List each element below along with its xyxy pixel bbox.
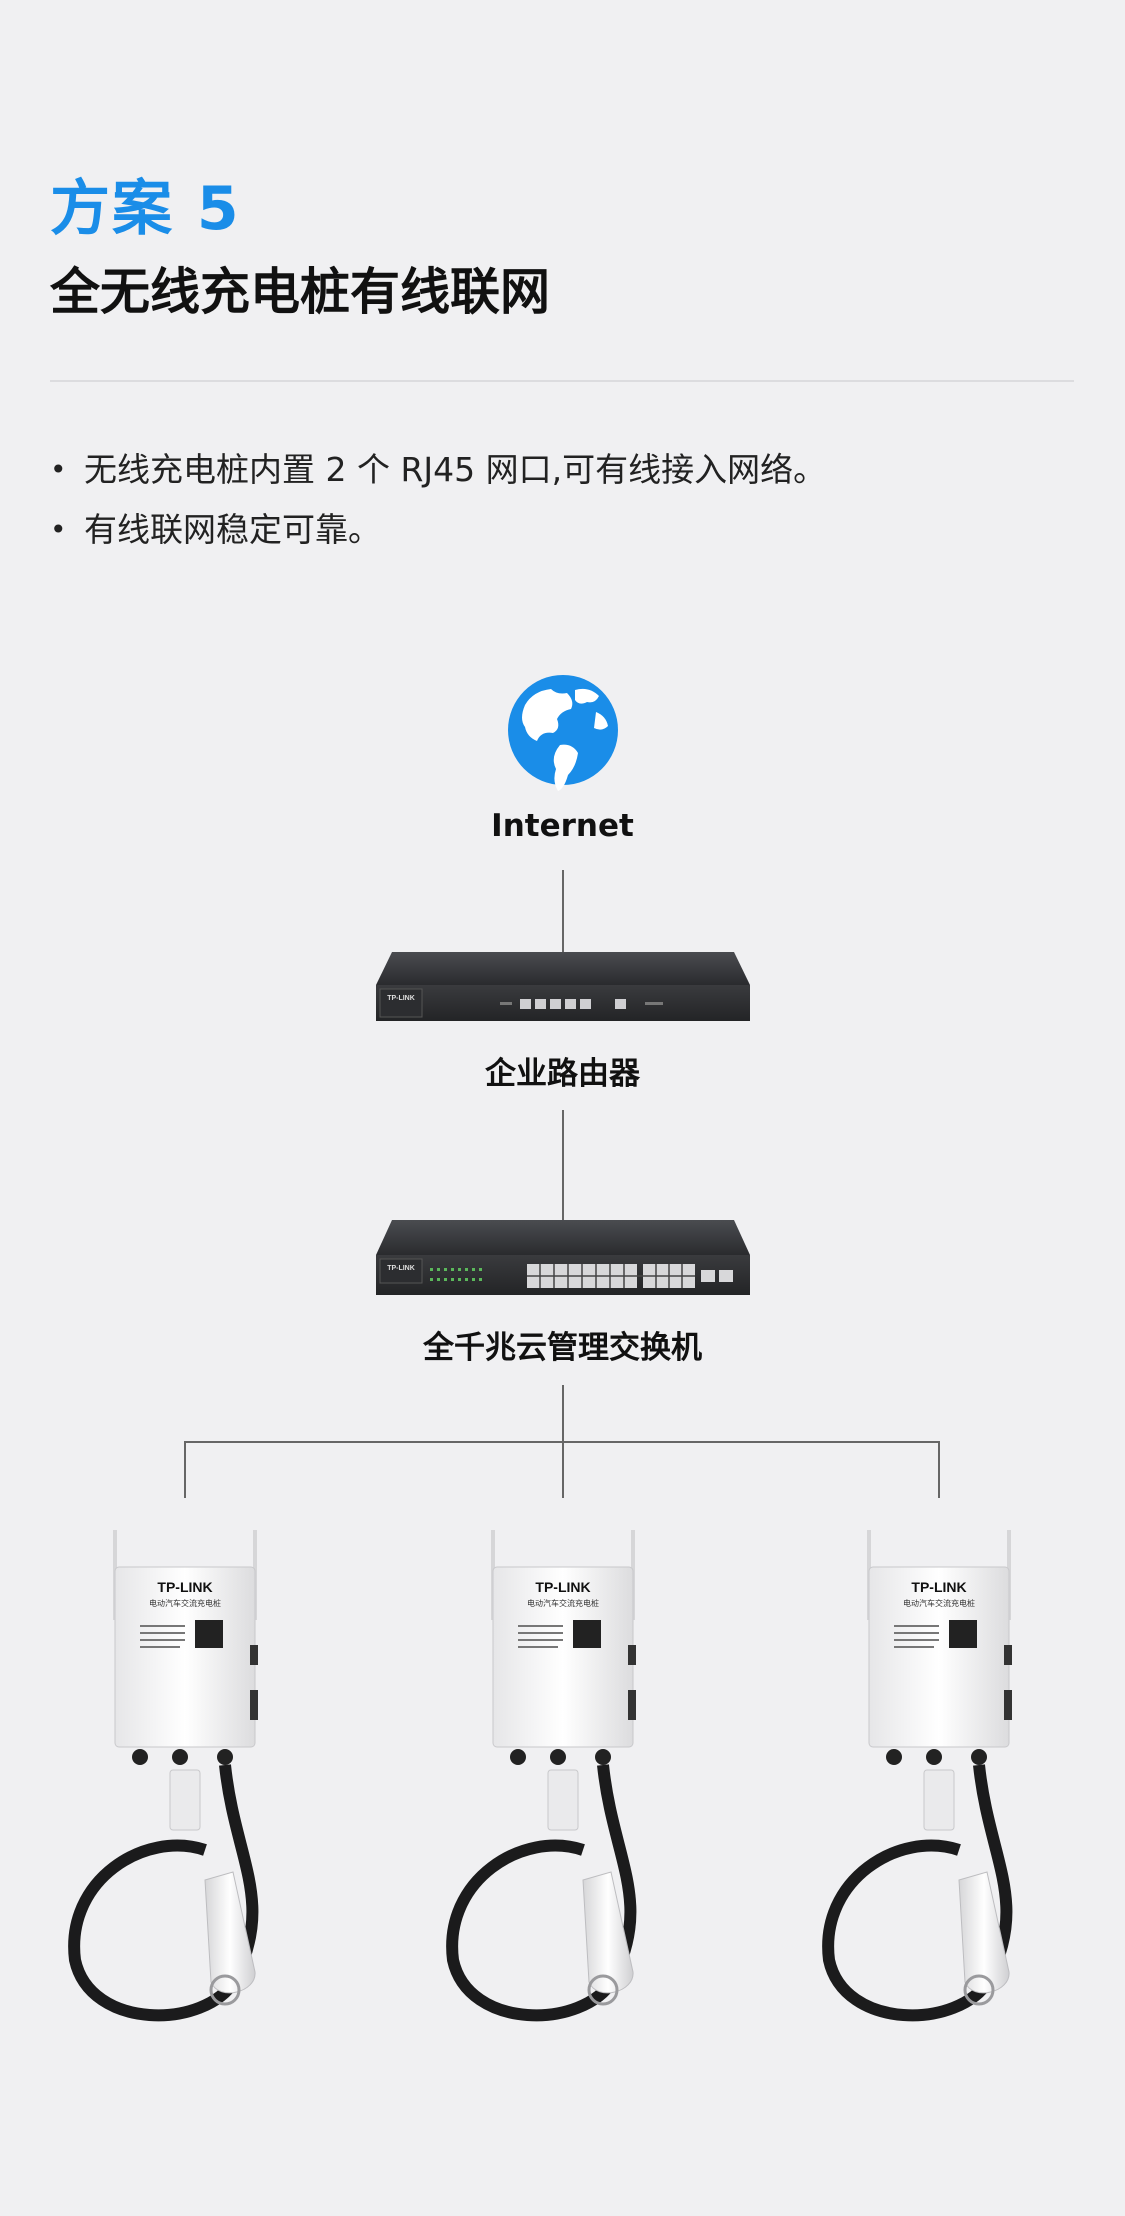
internet-label: Internet xyxy=(491,808,634,844)
charger-subtitle: 电动汽车交流充电桩 xyxy=(149,1598,221,1608)
scheme-label: 方案 5 xyxy=(50,174,241,244)
charger-brand: TP-LINK xyxy=(157,1579,212,1595)
charger-subtitle: 电动汽车交流充电桩 xyxy=(903,1598,975,1608)
switch-image: TP-LINK xyxy=(376,1220,750,1295)
page-title: 全无线充电桩有线联网 xyxy=(50,263,550,321)
list-item: 有线联网稳定可靠。 xyxy=(50,500,826,560)
globe-icon xyxy=(508,675,618,791)
router-image: TP-LINK xyxy=(376,952,750,1021)
connection-lines xyxy=(184,870,940,1498)
switch-logo-text: TP-LINK xyxy=(387,1265,415,1272)
charger-image: TP-LINK 电动汽车交流充电桩 xyxy=(446,1530,637,2022)
charger-brand: TP-LINK xyxy=(535,1579,590,1595)
charger-brand: TP-LINK xyxy=(911,1579,966,1595)
switch-label: 全千兆云管理交换机 xyxy=(423,1330,702,1366)
charger-image: TP-LINK 电动汽车交流充电桩 xyxy=(68,1530,259,2022)
charger-image: TP-LINK 电动汽车交流充电桩 xyxy=(822,1530,1013,2022)
charger-subtitle: 电动汽车交流充电桩 xyxy=(527,1598,599,1608)
switch-branch xyxy=(184,1441,940,1498)
divider xyxy=(50,380,1074,382)
router-logo-text: TP-LINK xyxy=(387,995,415,1002)
list-item: 无线充电桩内置 2 个 RJ45 网口,可有线接入网络。 xyxy=(50,440,826,500)
router-label: 企业路由器 xyxy=(485,1056,640,1092)
feature-list: 无线充电桩内置 2 个 RJ45 网口,可有线接入网络。 有线联网稳定可靠。 xyxy=(50,440,826,560)
